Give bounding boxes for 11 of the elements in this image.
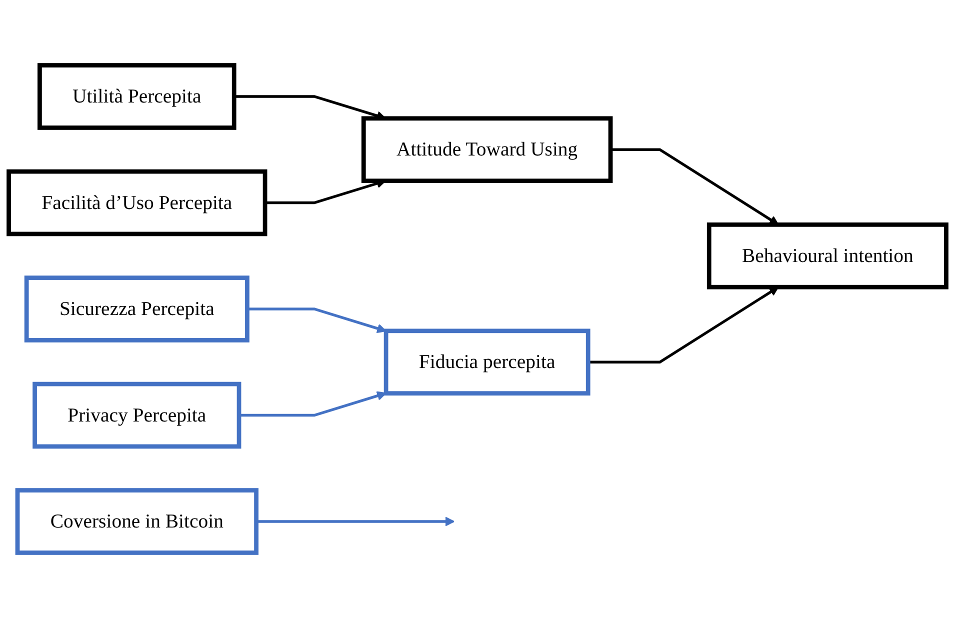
- node-box: Privacy Percepita: [32, 382, 242, 449]
- arrow: [256, 516, 455, 526]
- arrow: [247, 308, 386, 334]
- node-box: Behavioural intention: [706, 222, 948, 290]
- node-box: Attitude Toward Using: [361, 116, 613, 184]
- node-box: Facilità d’Uso Percepita: [6, 169, 268, 236]
- node-box: Utilità Percepita: [38, 63, 236, 130]
- node-box: Sicurezza Percepita: [24, 276, 250, 342]
- node-box: Coversione in Bitcoin: [15, 488, 258, 555]
- node-box: Fiducia percepita: [384, 328, 590, 396]
- arrow: [239, 391, 386, 417]
